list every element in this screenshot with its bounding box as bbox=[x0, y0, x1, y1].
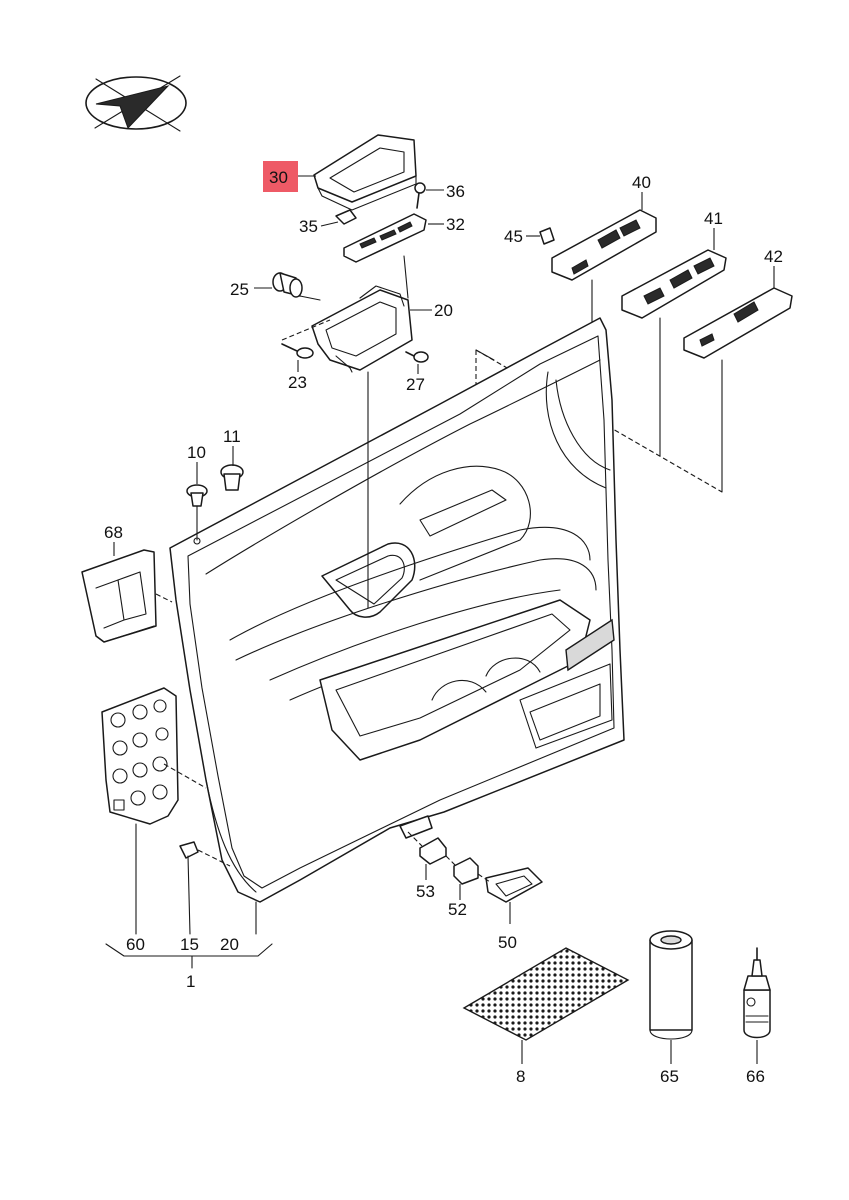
callout-15: 15 bbox=[180, 935, 199, 954]
callout-10: 10 bbox=[187, 443, 206, 462]
callout-65: 65 bbox=[660, 1067, 679, 1086]
callout-66: 66 bbox=[746, 1067, 765, 1086]
part-68-insulation-pad bbox=[81, 549, 173, 643]
part-36-screw bbox=[414, 182, 426, 209]
part-11-clip bbox=[220, 464, 244, 491]
callout-27: 27 bbox=[406, 375, 425, 394]
part-40-window-switch bbox=[551, 209, 657, 281]
part-41-window-switch bbox=[621, 249, 727, 319]
callout-45: 45 bbox=[504, 227, 523, 246]
callout-8: 8 bbox=[516, 1067, 525, 1086]
part-27-screw bbox=[405, 351, 429, 363]
callout-35: 35 bbox=[299, 217, 318, 236]
callout-40: 40 bbox=[632, 173, 651, 192]
callout-11: 11 bbox=[223, 427, 241, 446]
part-60-sound-damper bbox=[101, 687, 207, 825]
callout-1: 1 bbox=[186, 972, 195, 991]
callout-32: 32 bbox=[446, 215, 465, 234]
callout-41: 41 bbox=[704, 209, 723, 228]
part-32-switch-bezel bbox=[343, 213, 427, 263]
bracket-assembly-lines bbox=[367, 255, 409, 609]
callout-23: 23 bbox=[288, 373, 307, 392]
part-15-clip bbox=[179, 841, 231, 935]
part-20-bracket bbox=[311, 285, 413, 373]
callout-30: 30 bbox=[269, 168, 288, 187]
callout-53: 53 bbox=[416, 882, 435, 901]
part-35-clip bbox=[335, 209, 357, 225]
callout-36: 36 bbox=[446, 182, 465, 201]
callout-60: 60 bbox=[126, 935, 145, 954]
callout-50: 50 bbox=[498, 933, 517, 952]
part-8-fleece-mat bbox=[462, 947, 630, 1041]
part-65-tape-roll bbox=[649, 930, 693, 1040]
callout-20-bottom: 20 bbox=[220, 935, 239, 954]
part-25-plug bbox=[272, 272, 321, 301]
assembly-bracket-1 bbox=[105, 823, 273, 969]
part-52-clip bbox=[445, 855, 479, 885]
part-10-clip bbox=[186, 484, 208, 545]
callout-30-highlight bbox=[263, 161, 298, 192]
part-50-cover bbox=[477, 867, 543, 903]
part-23-screw bbox=[281, 319, 331, 359]
door-trim-panel bbox=[169, 317, 625, 903]
part-42-window-switch bbox=[683, 287, 793, 359]
callout-52: 52 bbox=[448, 900, 467, 919]
part-66-adhesive-bottle bbox=[743, 947, 771, 1039]
part-45-clip bbox=[539, 227, 555, 245]
part-53-clip bbox=[407, 831, 447, 865]
callout-25: 25 bbox=[230, 280, 249, 299]
callout-68: 68 bbox=[104, 523, 123, 542]
callout-20-top: 20 bbox=[434, 301, 453, 320]
orientation-compass-icon bbox=[85, 75, 187, 132]
part-30-storage-tray bbox=[313, 134, 417, 211]
callout-42: 42 bbox=[764, 247, 783, 266]
